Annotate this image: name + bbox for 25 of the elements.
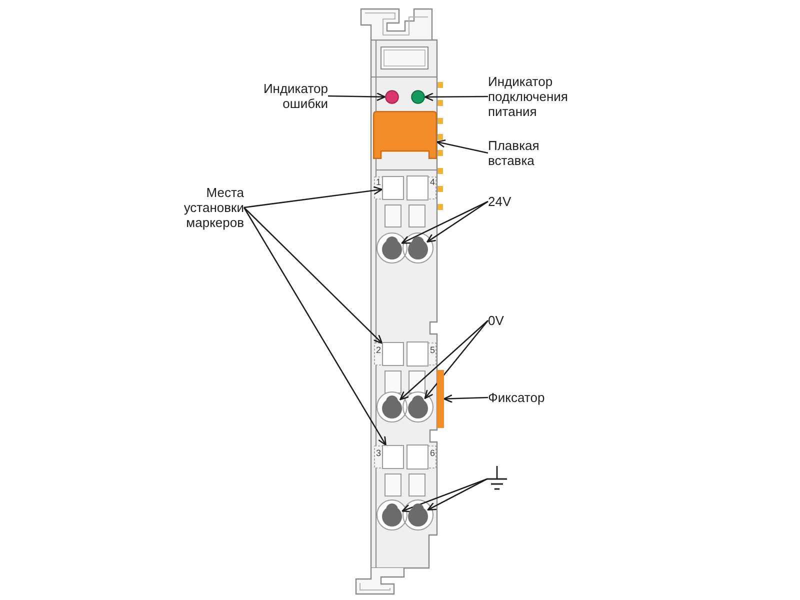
terminal-socket	[381, 503, 403, 527]
callout-label: 24V	[488, 194, 513, 209]
leader-line	[443, 394, 488, 403]
callout-label: Индикатор ошибки	[262, 81, 328, 111]
leader-line	[426, 200, 488, 243]
callout-label: Фиксатор	[488, 390, 546, 405]
leader-line	[243, 207, 386, 446]
terminal-number: 6	[430, 449, 436, 458]
leader-line	[424, 92, 488, 102]
leader-line	[402, 478, 488, 512]
ground-icon	[487, 466, 507, 492]
leader-line	[424, 320, 488, 400]
callout-label: Места установки маркеров	[182, 185, 244, 230]
terminal-socket	[407, 503, 429, 527]
callout-label: Плавкая вставка	[488, 138, 541, 168]
leader-line	[436, 139, 488, 154]
leader-line	[427, 478, 488, 511]
leader-line	[244, 186, 383, 208]
leader-line	[328, 92, 386, 102]
terminal-number: 4	[430, 178, 436, 187]
locking-latch	[437, 370, 444, 428]
leader-line	[244, 207, 383, 344]
callout-label: 0V	[488, 313, 505, 328]
terminal-number: 5	[430, 346, 436, 355]
callout-label: Индикатор подключения питания	[488, 74, 569, 119]
